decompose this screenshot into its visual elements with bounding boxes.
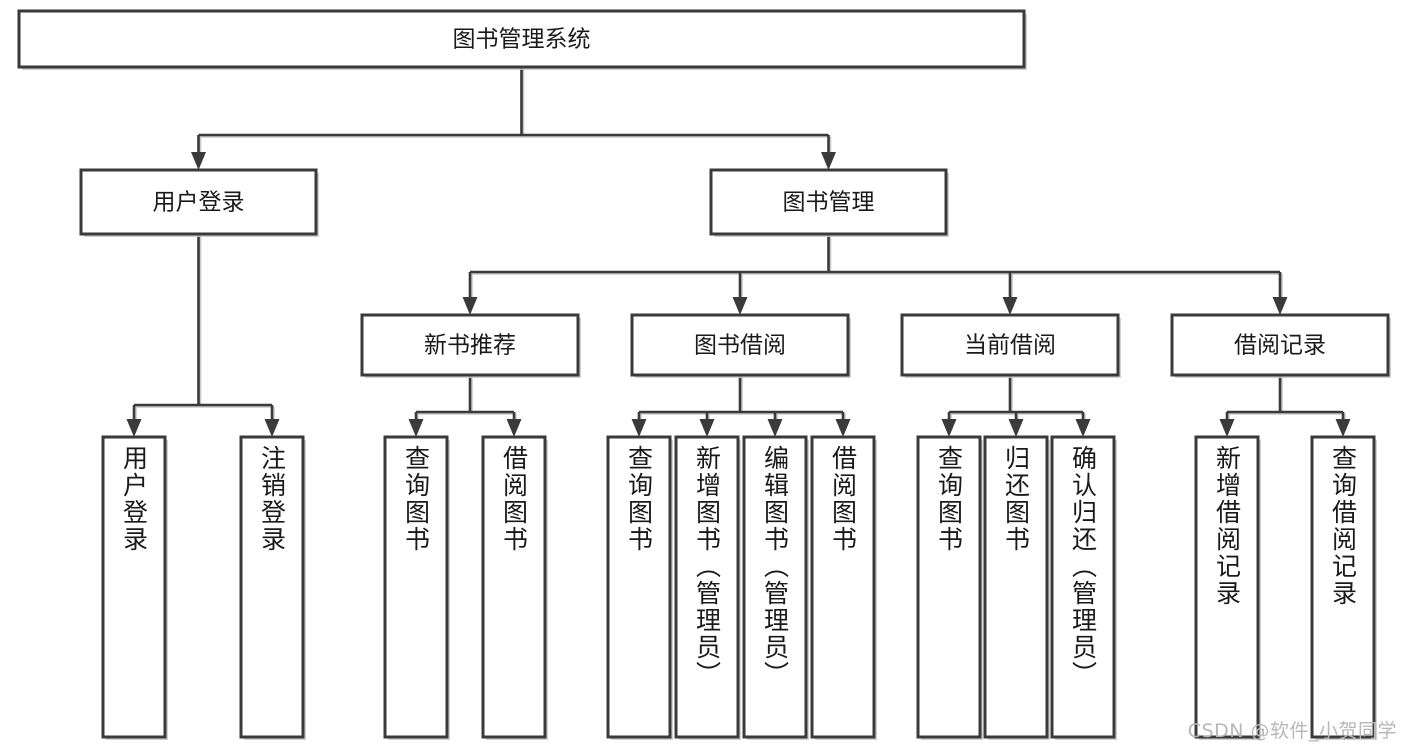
node-box-new-book-rec[interactable] [360,313,580,377]
node-box-root[interactable] [17,9,1026,69]
node-box-leaf-edit-book[interactable] [742,435,808,739]
connectors-layer [126,67,1351,437]
node-box-leaf-query-record[interactable] [1310,435,1376,739]
node-box-user-login[interactable] [79,168,318,236]
node-box-book-manage[interactable] [709,168,948,236]
node-box-leaf-query-book-1[interactable] [383,435,449,739]
node-label: 借阅记录 [1234,333,1326,359]
node-box-leaf-query-book-3[interactable] [916,435,982,739]
node-box-leaf-add-record[interactable] [1194,435,1260,739]
node-box-leaf-query-book-2[interactable] [606,435,672,739]
node-box-leaf-logout[interactable] [239,435,305,739]
node-box-leaf-borrow-book-1[interactable] [481,435,547,739]
node-box-leaf-return-book[interactable] [983,435,1049,739]
node-label: 图书借阅 [694,333,786,359]
node-box-leaf-add-book[interactable] [674,435,740,739]
node-label: 用户登录 [153,190,245,216]
node-box-current-borrow[interactable] [900,313,1120,377]
node-label: 图书管理系统 [453,27,591,53]
watermark: CSDN @软件_小贺同学 [1187,720,1397,742]
node-box-leaf-borrow-book-2[interactable] [810,435,876,739]
node-box-leaf-confirm-return[interactable] [1050,435,1116,739]
node-box-book-borrow[interactable] [630,313,850,377]
node-label: 图书管理 [783,190,875,216]
node-box-borrow-record[interactable] [1170,313,1390,377]
node-box-leaf-user-login[interactable] [101,435,167,739]
node-label: 新书推荐 [424,333,516,359]
node-label: 当前借阅 [964,333,1056,359]
